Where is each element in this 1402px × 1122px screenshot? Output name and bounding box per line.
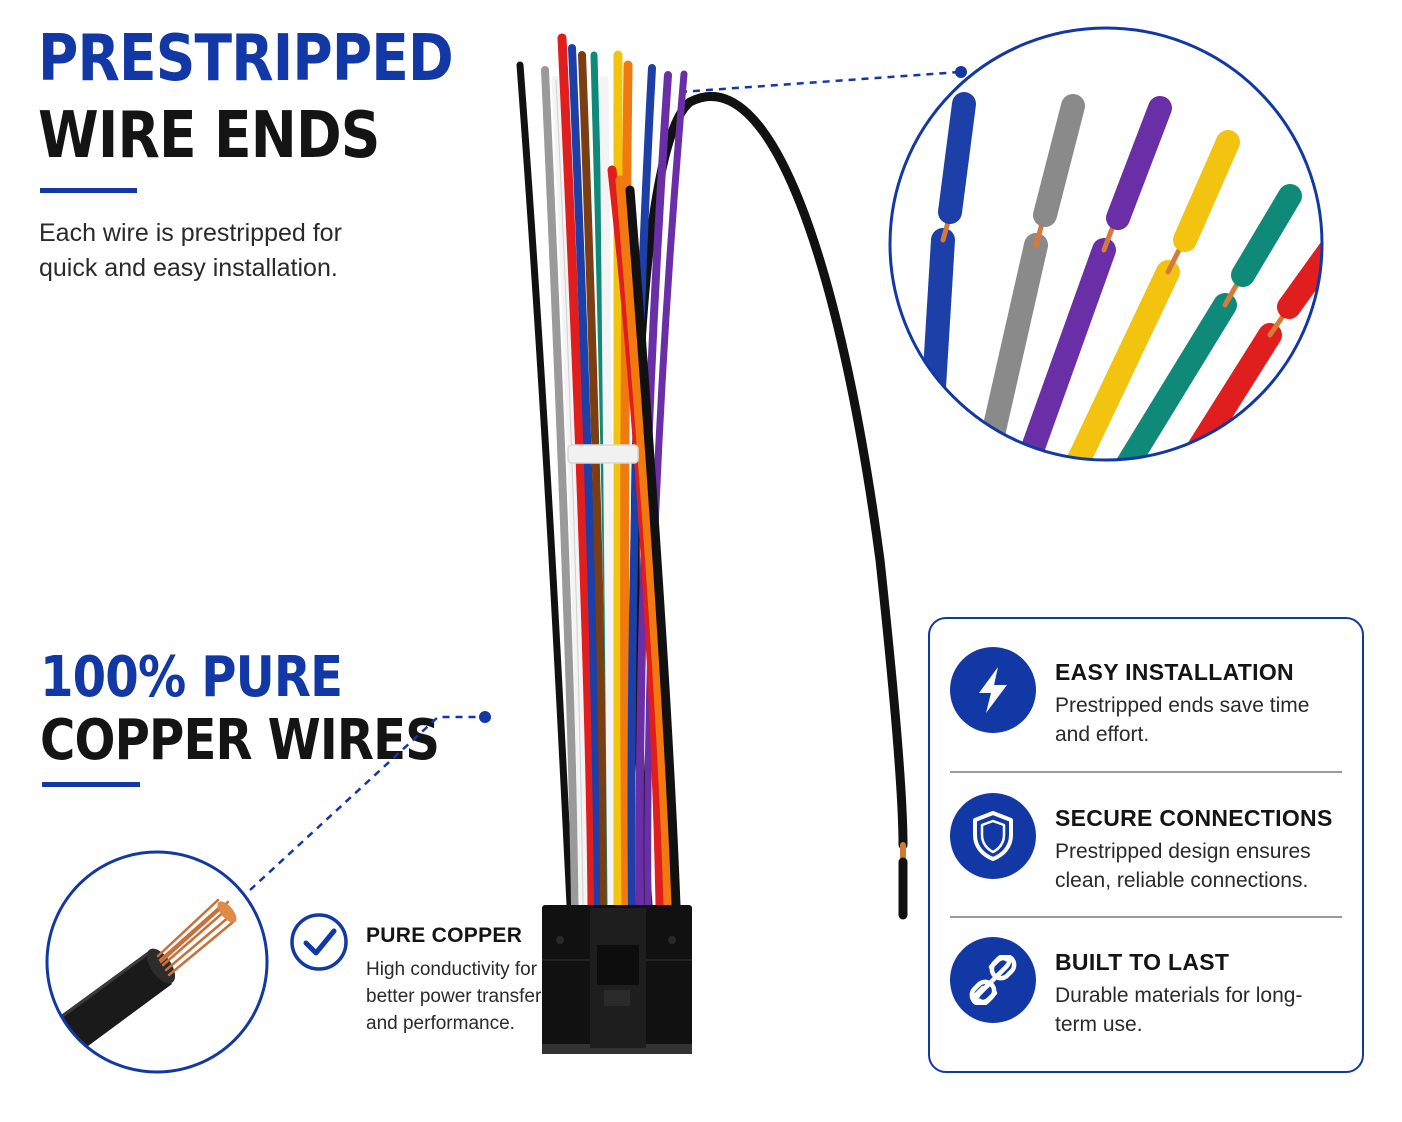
- headline-copper-wires: COPPER WIRES: [40, 708, 440, 773]
- copper-title-underline: [42, 782, 140, 787]
- feature-description: Prestripped design ensures clean, reliab…: [1055, 840, 1311, 892]
- headline-prestripped: PRESTRIPPED: [38, 22, 454, 96]
- feature-title: EASY INSTALLATION: [1055, 659, 1294, 685]
- title-underline: [40, 188, 137, 193]
- pure-copper-description: High conductivity for better power trans…: [366, 959, 542, 1034]
- copper-wire-zoom: [45, 850, 269, 1074]
- callout-line-copper: [249, 711, 491, 891]
- feature-secure-connections: SECURE CONNECTIONS Prestripped design en…: [950, 779, 1342, 923]
- stripped-ends-zoom: [888, 26, 1324, 462]
- feature-easy-installation: EASY INSTALLATION Prestripped ends save …: [950, 633, 1342, 777]
- headline-100-pure: 100% PURE: [40, 645, 343, 710]
- feature-built-to-last: BUILT TO LAST Durable materials for long…: [950, 923, 1342, 1067]
- pure-copper-check: [289, 912, 349, 972]
- prestripped-description: Each wire is prestripped for quick and e…: [39, 219, 342, 282]
- chain-link-icon: [950, 937, 1036, 1023]
- wire-bundle: [516, 33, 908, 920]
- callout-line-top: [679, 66, 967, 94]
- feature-divider: [950, 916, 1342, 918]
- feature-description: Durable materials for long-term use.: [1055, 984, 1303, 1036]
- feature-title: BUILT TO LAST: [1055, 949, 1230, 975]
- feature-title: SECURE CONNECTIONS: [1055, 805, 1333, 831]
- checkmark-icon: [290, 913, 348, 971]
- feature-divider: [950, 771, 1342, 773]
- shield-icon: [950, 793, 1036, 879]
- features-panel: EASY INSTALLATION Prestripped ends save …: [928, 617, 1364, 1073]
- feature-description: Prestripped ends save time and effort.: [1055, 694, 1310, 746]
- pure-copper-title: PURE COPPER: [366, 924, 523, 947]
- cable-tie: [567, 444, 639, 464]
- headline-wire-ends: WIRE ENDS: [38, 99, 380, 173]
- lightning-bolt-icon: [950, 647, 1036, 733]
- wire-connector: [542, 905, 692, 1054]
